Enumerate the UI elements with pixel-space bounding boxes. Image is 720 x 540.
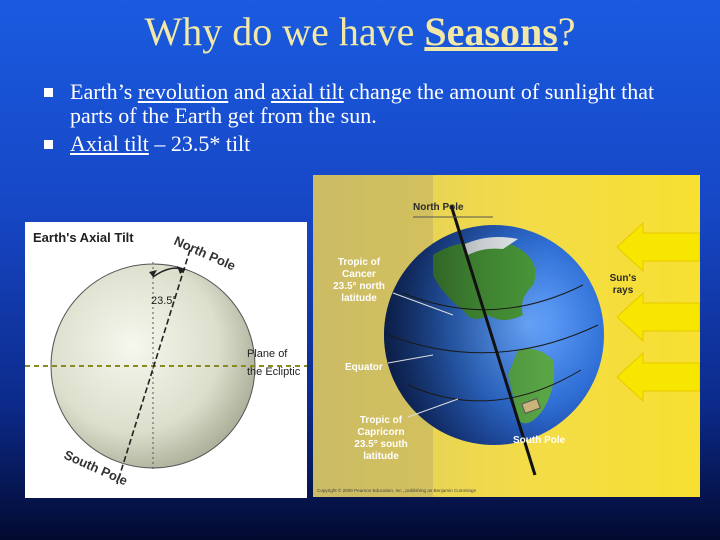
equator-leader-line [387, 354, 434, 364]
sun-ray-arrow-icon [616, 221, 700, 273]
bullet-term-axial-tilt: Axial tilt [70, 131, 149, 156]
earth-sunlight-diagram: North Pole Tropic of Cancer 23.5° north … [313, 175, 700, 497]
bullet-term-revolution: revolution [137, 79, 229, 104]
north-pole-label: North Pole [172, 233, 238, 273]
axial-tilt-title: Earth's Axial Tilt [33, 230, 134, 245]
title-suffix: ? [557, 9, 576, 54]
tropic-capricorn-line1: Tropic of [360, 415, 403, 426]
bullet-term-axial-tilt: axial tilt [271, 79, 344, 104]
tropic-of-cancer-label: Tropic of Cancer 23.5° north latitude [333, 257, 385, 304]
sun-rays [616, 221, 700, 403]
axis-rod-marker [521, 397, 541, 415]
latitude-lines [387, 284, 599, 402]
tropic-cancer-line3: 23.5° north [333, 281, 385, 292]
arc-arrowhead-icon [149, 270, 157, 277]
tropic-cancer-line1: Tropic of [338, 257, 381, 268]
tropic-of-cancer-line [402, 284, 584, 311]
south-pole-label: South Pole [513, 435, 566, 446]
night-shade [384, 225, 604, 445]
tropic-capricorn-line4: latitude [363, 451, 399, 462]
copyright-text: Copyright © 2009 Pearson Education, Inc.… [317, 487, 477, 493]
title-keyword-seasons: Seasons [424, 9, 558, 54]
tropic-of-capricorn-line [407, 369, 582, 402]
tropic-capricorn-line3: 23.5° south [354, 439, 407, 450]
plane-label-line2: the Ecliptic [247, 366, 301, 378]
equator-line [387, 324, 599, 354]
tilt-angle-label: 23.5° [151, 295, 177, 307]
bullet-square-icon [44, 140, 53, 149]
sun-ray-arrow-icon [616, 291, 700, 343]
title-prefix: Why do we have [144, 9, 425, 54]
equator-label: Equator [345, 362, 383, 373]
bullet-square-icon [44, 88, 53, 97]
tropic-capricorn-leader-line [407, 398, 459, 418]
sun-ray-arrow-icon [616, 351, 700, 403]
bullet-text: and [228, 79, 272, 104]
north-pole-label: North Pole [413, 202, 464, 213]
tropic-cancer-line4: latitude [341, 293, 377, 304]
tropic-capricorn-line2: Capricorn [357, 427, 404, 438]
bullet-text: – 23.5* tilt [148, 131, 251, 156]
bullet-item: Axial tilt – 23.5* tilt [40, 132, 700, 156]
bullet-list: Earth’s revolution and axial tilt change… [40, 80, 700, 160]
tropic-cancer-line2: Cancer [342, 269, 376, 280]
slide-title: Why do we have Seasons? [0, 8, 720, 56]
continents [384, 225, 604, 445]
tropic-of-capricorn-label: Tropic of Capricorn 23.5° south latitude [354, 415, 407, 462]
tropic-cancer-leader-line [392, 292, 454, 316]
sun-rays-label-line2: rays [613, 285, 634, 296]
plane-label-line1: Plane of [247, 348, 288, 360]
axial-tilt-diagram: Earth's Axial Tilt 23.5° North Pole Sout… [25, 222, 307, 498]
earth-axis-line [449, 204, 537, 476]
sun-rays-label-line1: Sun's [610, 273, 637, 284]
bullet-item: Earth’s revolution and axial tilt change… [40, 80, 700, 128]
bullet-text: Earth’s [70, 79, 138, 104]
bullet-text: change the amount of sunlight that parts… [70, 79, 655, 128]
arc-arrowhead-icon [177, 266, 185, 274]
